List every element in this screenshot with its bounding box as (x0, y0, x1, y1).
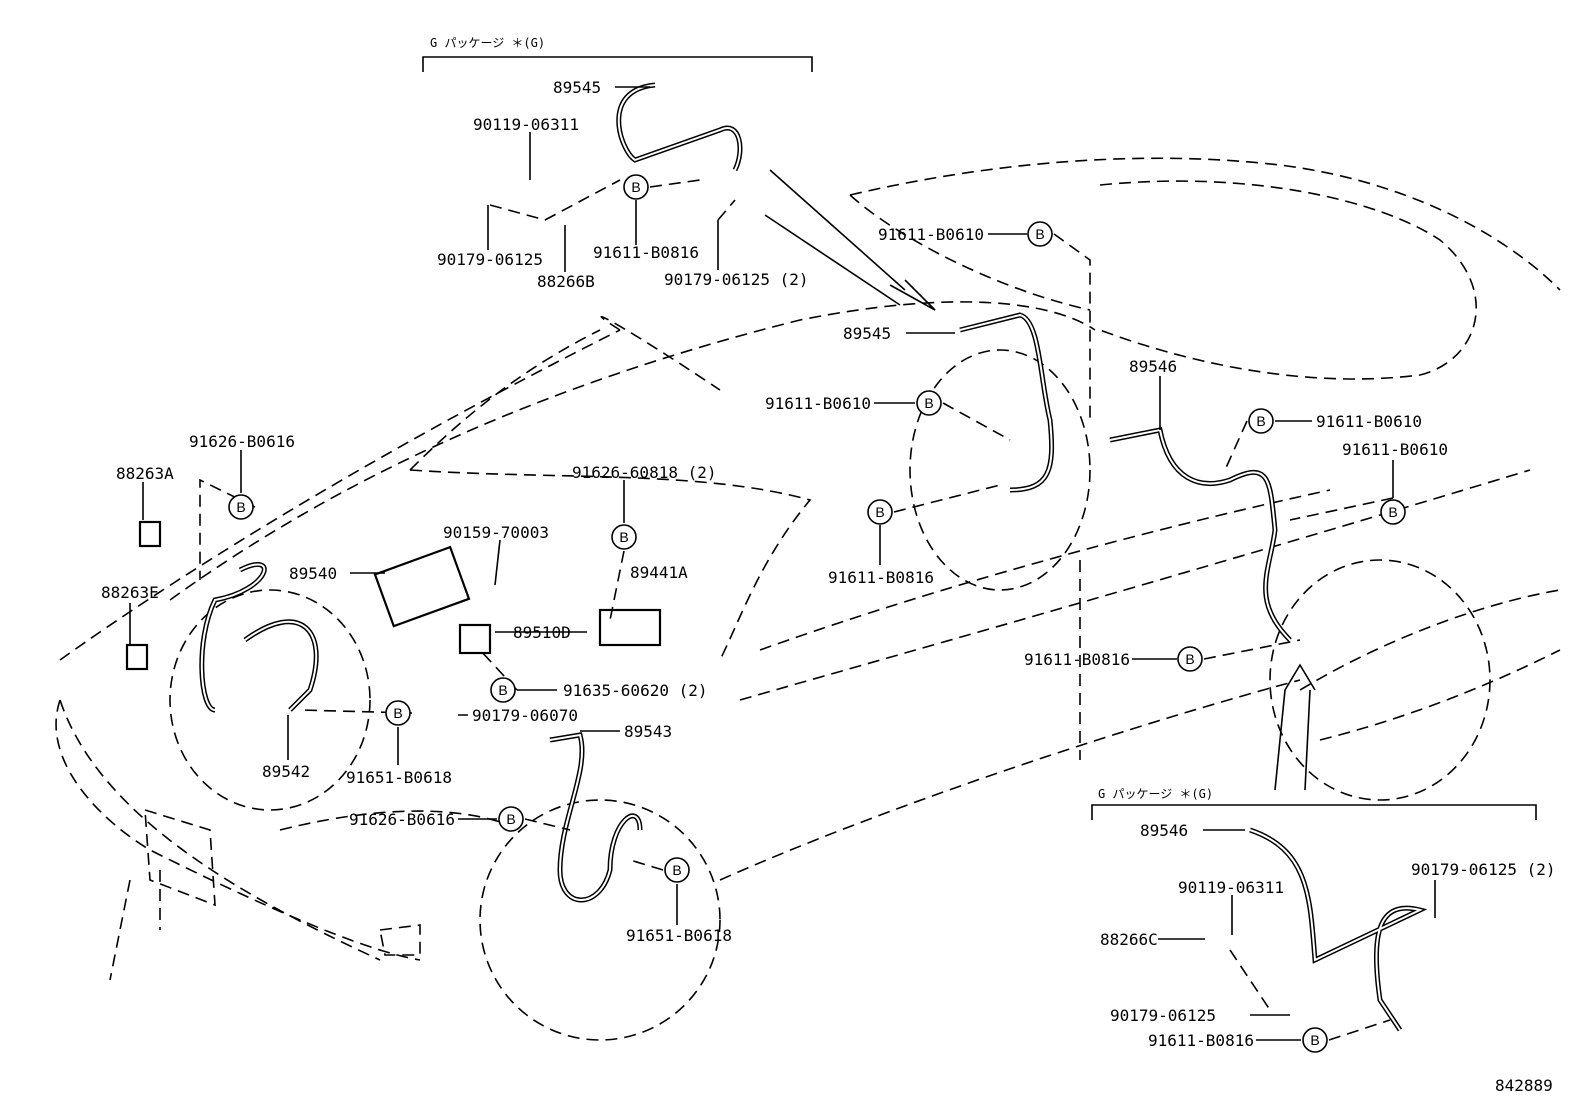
bottom-group-header: G パッケージ ＊(G) (1098, 787, 1213, 801)
bolt-marker-icon: B (1177, 646, 1203, 672)
svg-text:B: B (1388, 504, 1397, 520)
bolt-marker-icon: B (385, 700, 411, 726)
svg-text:B: B (672, 862, 681, 878)
part-label: 88266C (1100, 930, 1158, 949)
bolt-marker-icon: B (611, 524, 637, 550)
part-label: 90179-06125 (2) (664, 270, 809, 289)
part-label: 91611-B0610 (878, 225, 984, 244)
part-label: 91626-B0616 (349, 810, 455, 829)
dashed-leaders (199, 179, 1394, 1041)
part-label: 91651-B0618 (626, 926, 732, 945)
svg-text:B: B (619, 529, 628, 545)
reference-arrows (764, 169, 1316, 791)
bolt-marker-icon: B (490, 677, 516, 703)
part-label: 89545 (553, 78, 601, 97)
part-label: 90119-06311 (1178, 878, 1284, 897)
bolt-marker-icon: B (664, 857, 690, 883)
part-label: 91635-60620 (2) (563, 681, 708, 700)
svg-text:B: B (236, 499, 245, 515)
sensor-wires (125, 82, 1428, 1032)
part-label: 91611-B0610 (765, 394, 871, 413)
part-label: 89542 (262, 762, 310, 781)
bolt-marker-icon: B (916, 390, 942, 416)
part-label: 90179-06125 (437, 250, 543, 269)
top-group-header: G パッケージ ＊(G) (430, 36, 545, 50)
bolt-marker-icon: B (1302, 1027, 1328, 1053)
bolt-marker-icon: B (623, 174, 649, 200)
part-label: 89545 (843, 324, 891, 343)
part-label: 90159-70003 (443, 523, 549, 542)
part-label: 91611-B0816 (828, 568, 934, 587)
part-label: 89543 (624, 722, 672, 741)
bolt-marker-icon: B (1027, 221, 1053, 247)
part-label: 89441A (630, 563, 688, 582)
svg-text:B: B (631, 179, 640, 195)
part-label: 91651-B0618 (346, 768, 452, 787)
car-outline (55, 157, 1561, 1041)
part-label: 91611-B0816 (1024, 650, 1130, 669)
bolt-markers: B B B B B B B B B B B B B B (228, 174, 1406, 1053)
bolt-marker-icon: B (498, 806, 524, 832)
svg-text:B: B (875, 504, 884, 520)
part-label: 89510D (513, 623, 571, 642)
part-label: 91611-B0610 (1316, 412, 1422, 431)
part-label: 91611-B0816 (1148, 1031, 1254, 1050)
bolt-marker-icon: B (867, 499, 893, 525)
svg-text:B: B (498, 682, 507, 698)
svg-text:B: B (1310, 1032, 1319, 1048)
svg-text:B: B (1185, 651, 1194, 667)
part-label: 91611-B0816 (593, 243, 699, 262)
part-label: 90119-06311 (473, 115, 579, 134)
svg-text:B: B (506, 811, 515, 827)
bolt-marker-icon: B (1248, 408, 1274, 434)
part-label: 90179-06070 (472, 706, 578, 725)
bolt-marker-icon: B (228, 494, 254, 520)
svg-text:B: B (1256, 413, 1265, 429)
part-label: 88263E (101, 583, 159, 602)
part-label: 90179-06125 (1110, 1006, 1216, 1025)
part-label: 91626-60818 (2) (572, 463, 717, 482)
svg-text:B: B (393, 705, 402, 721)
svg-text:B: B (1035, 226, 1044, 242)
part-label: 89546 (1140, 821, 1188, 840)
part-label: 89546 (1129, 357, 1177, 376)
part-label: 88263A (116, 464, 174, 483)
part-label: 89540 (289, 564, 337, 583)
svg-text:B: B (924, 395, 933, 411)
leader-lines (129, 86, 1436, 1041)
diagram-id: 842889 (1495, 1076, 1553, 1095)
part-label: 88266B (537, 272, 595, 291)
bottom-group-bracket (1091, 804, 1537, 820)
part-label: 91611-B0610 (1342, 440, 1448, 459)
part-label: 90179-06125 (2) (1411, 860, 1556, 879)
part-label: 91626-B0616 (189, 432, 295, 451)
top-group-bracket (422, 56, 813, 72)
bolt-marker-icon: B (1380, 499, 1406, 525)
